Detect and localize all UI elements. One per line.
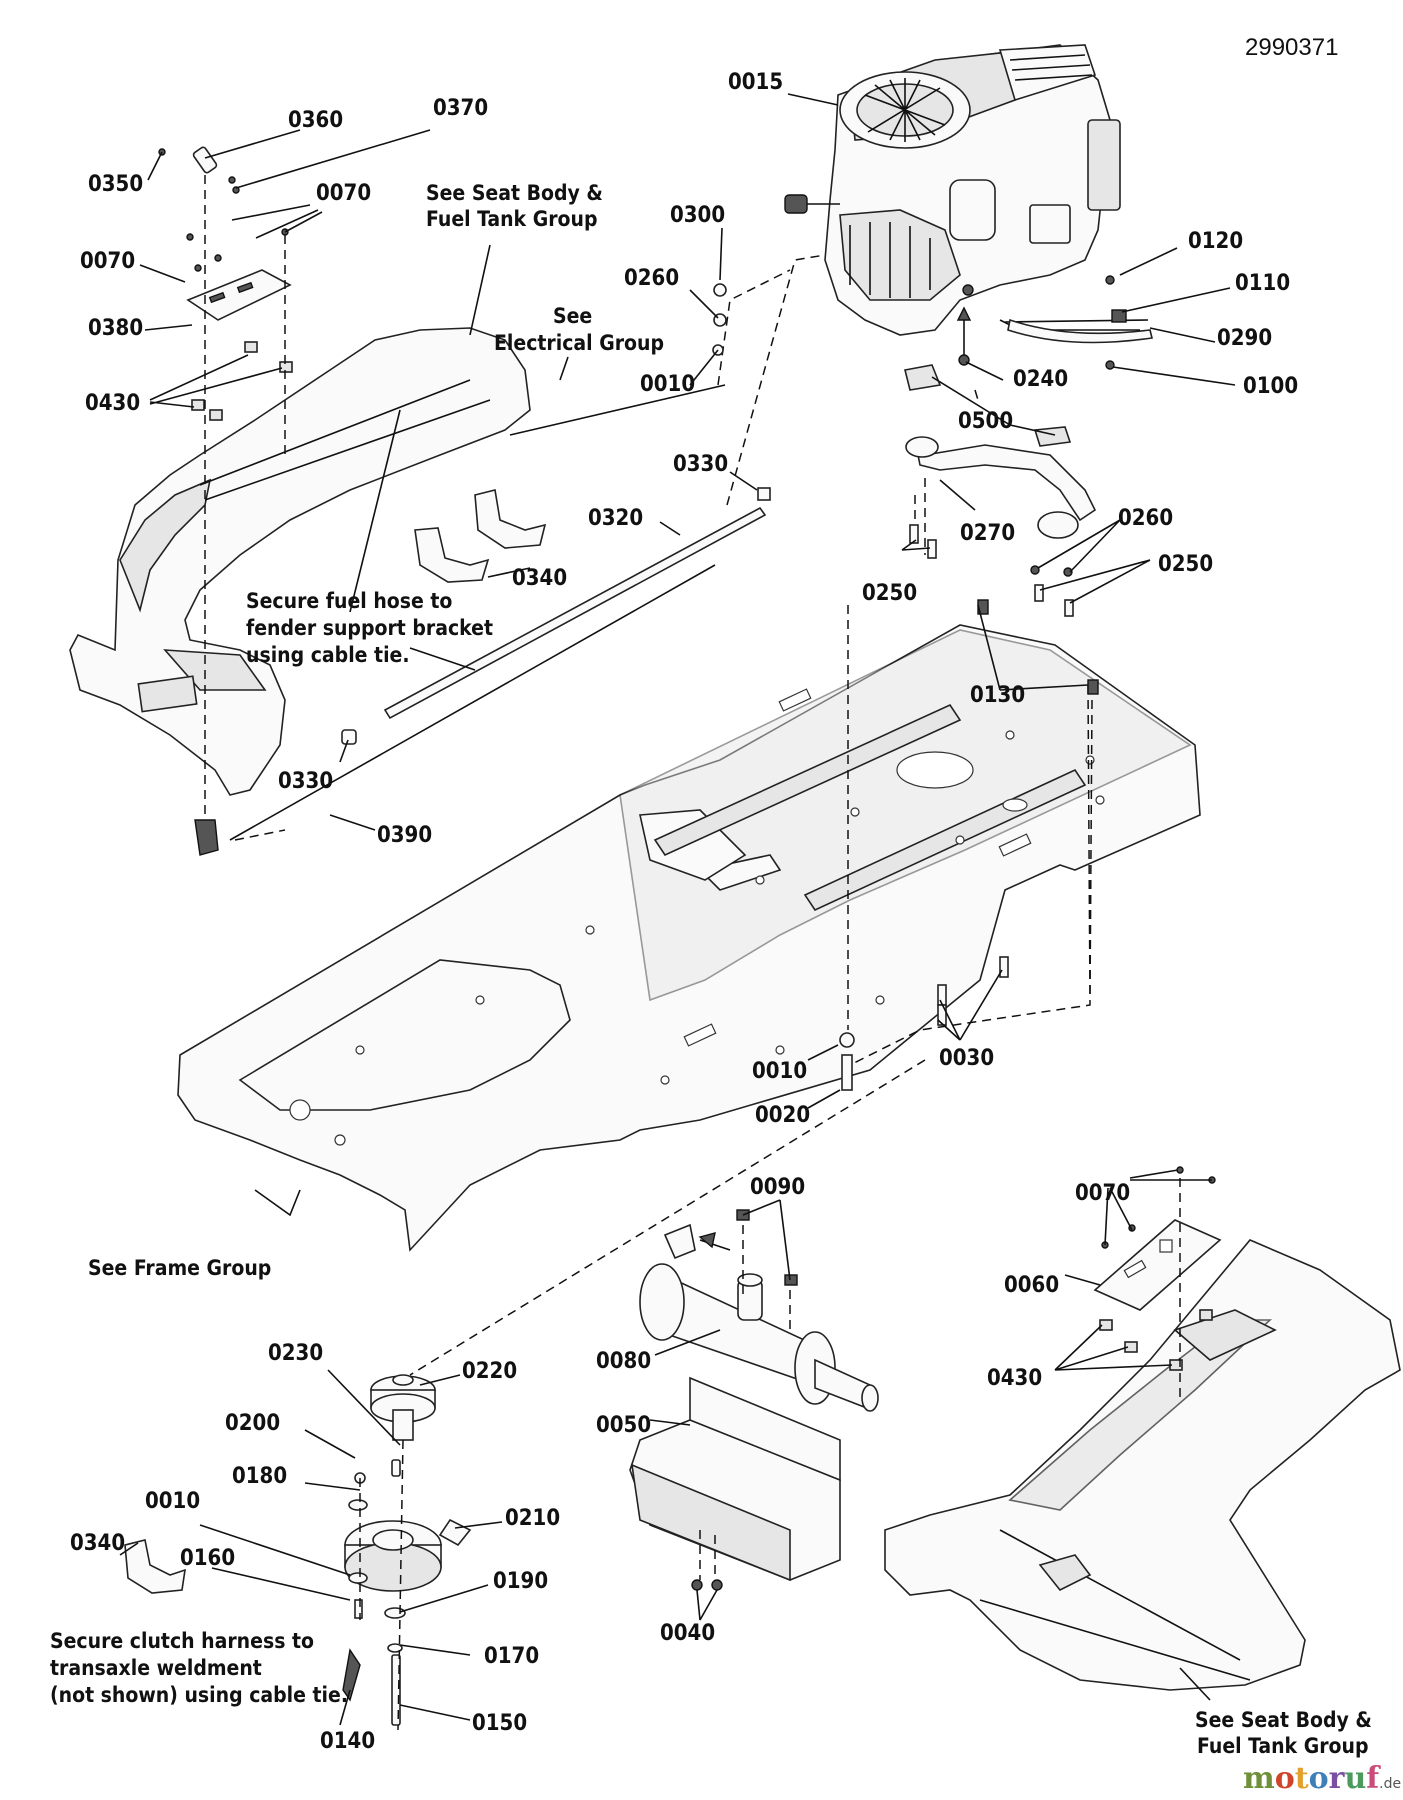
label-0270: 0270 xyxy=(960,521,1015,546)
label-0030: 0030 xyxy=(939,1046,994,1071)
label-0250-right: 0250 xyxy=(1158,552,1213,577)
rods xyxy=(229,254,826,841)
label-0290: 0290 xyxy=(1217,326,1272,351)
note-clutch-line1: Secure clutch harness to xyxy=(50,1629,314,1653)
label-0060: 0060 xyxy=(1004,1273,1059,1298)
label-0180: 0180 xyxy=(232,1464,287,1489)
note-seat-body-top-line1: See Seat Body & xyxy=(426,181,603,205)
part-labels: 0015 0360 0370 0350 0070 0070 0380 0430 … xyxy=(70,70,1298,1754)
label-0380: 0380 xyxy=(88,316,143,341)
note-fuel-hose-line3: using cable tie. xyxy=(246,643,410,667)
label-0330-top: 0330 xyxy=(673,452,728,477)
label-0070-top: 0070 xyxy=(316,181,371,206)
note-fuel-hose-line1: Secure fuel hose to xyxy=(246,589,452,613)
label-0430-right: 0430 xyxy=(987,1366,1042,1391)
label-0040: 0040 xyxy=(660,1621,715,1646)
note-seat-body-bottom-line1: See Seat Body & xyxy=(1195,1708,1372,1732)
note-fuel-hose-line2: fender support bracket xyxy=(246,616,493,640)
document-number: 2990371 xyxy=(1245,34,1338,61)
watermark-text: motoruf.de xyxy=(1243,1761,1401,1796)
label-0250-left: 0250 xyxy=(862,581,917,606)
label-0070-left: 0070 xyxy=(80,249,135,274)
label-0210: 0210 xyxy=(505,1506,560,1531)
label-0010-top: 0010 xyxy=(640,372,695,397)
muffler-drawing xyxy=(639,1209,879,1412)
bracket-0340-lower xyxy=(124,1539,186,1594)
label-0260-left: 0260 xyxy=(624,266,679,291)
note-clutch-line3: (not shown) using cable tie. xyxy=(50,1683,348,1707)
mount-plate-right xyxy=(1093,1166,1222,1400)
label-0090: 0090 xyxy=(750,1175,805,1200)
label-0050: 0050 xyxy=(596,1413,651,1438)
label-0370: 0370 xyxy=(433,96,488,121)
label-0150: 0150 xyxy=(472,1711,527,1736)
right-fender-drawing xyxy=(884,1239,1401,1691)
label-0110: 0110 xyxy=(1235,271,1290,296)
label-0350: 0350 xyxy=(88,172,143,197)
left-fender-drawing xyxy=(69,327,531,796)
label-0340-bottom: 0340 xyxy=(70,1531,125,1556)
label-0070-right: 0070 xyxy=(1075,1181,1130,1206)
engine-drawing xyxy=(784,44,1121,336)
label-0200: 0200 xyxy=(225,1411,280,1436)
label-0500: 0500 xyxy=(958,409,1013,434)
mount-plate-left xyxy=(158,146,293,856)
label-0160: 0160 xyxy=(180,1546,235,1571)
clutch-drawing xyxy=(342,1374,472,1731)
frame-drawing xyxy=(177,624,1201,1252)
label-0260-right: 0260 xyxy=(1118,506,1173,531)
label-0340-top: 0340 xyxy=(512,566,567,591)
label-0010-bottom: 0010 xyxy=(145,1489,200,1514)
leader-lines xyxy=(119,93,1236,1726)
exhaust-pipe xyxy=(904,275,1153,617)
label-0130: 0130 xyxy=(970,683,1025,708)
label-0170: 0170 xyxy=(484,1644,539,1669)
label-0010-mid: 0010 xyxy=(752,1059,807,1084)
label-0330-bottom: 0330 xyxy=(278,769,333,794)
label-0430-left: 0430 xyxy=(85,391,140,416)
label-0140: 0140 xyxy=(320,1729,375,1754)
label-0015: 0015 xyxy=(728,70,783,95)
label-0300: 0300 xyxy=(670,203,725,228)
note-electrical-line2: Electrical Group xyxy=(494,331,664,355)
note-seat-body-bottom-line2: Fuel Tank Group xyxy=(1197,1734,1368,1758)
label-0100: 0100 xyxy=(1243,374,1298,399)
note-seat-body-top-line2: Fuel Tank Group xyxy=(426,207,597,231)
label-0120: 0120 xyxy=(1188,229,1243,254)
bracket-0340-upper xyxy=(414,489,547,583)
frame-fasteners xyxy=(409,389,1099,1376)
label-0220: 0220 xyxy=(462,1359,517,1384)
label-0240: 0240 xyxy=(1013,367,1068,392)
watermark-logo: motoruf.de xyxy=(1243,1761,1401,1796)
note-frame-group: See Frame Group xyxy=(88,1256,271,1280)
label-0190: 0190 xyxy=(493,1569,548,1594)
label-0320: 0320 xyxy=(588,506,643,531)
label-0360: 0360 xyxy=(288,108,343,133)
label-0390: 0390 xyxy=(377,823,432,848)
heat-shield-drawing xyxy=(629,1376,841,1591)
notes: See Seat Body & Fuel Tank Group See Elec… xyxy=(50,181,1372,1758)
label-0230: 0230 xyxy=(268,1341,323,1366)
note-electrical-line1: See xyxy=(553,304,592,328)
label-0080: 0080 xyxy=(596,1349,651,1374)
note-clutch-line2: transaxle weldment xyxy=(50,1656,262,1680)
label-0020: 0020 xyxy=(755,1103,810,1128)
